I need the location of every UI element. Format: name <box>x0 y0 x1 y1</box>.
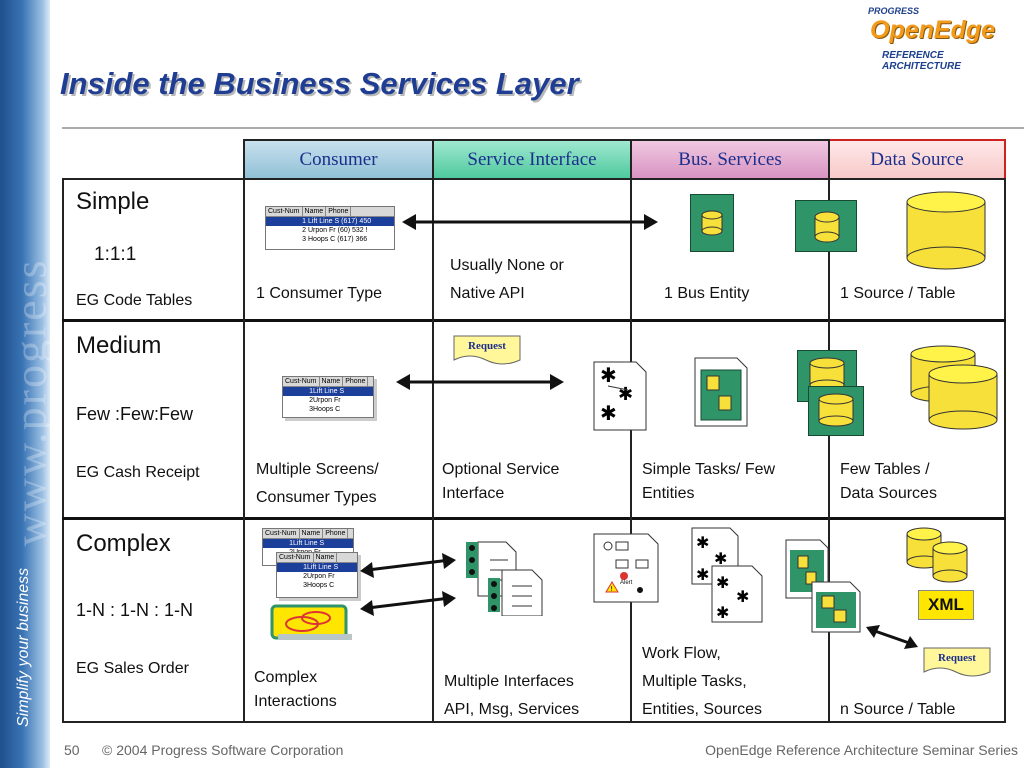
cell-data-complex: n Source / Table <box>840 701 956 718</box>
request-tag: Request <box>922 646 992 677</box>
column-header-consumer: Consumer <box>243 139 434 179</box>
cell-service-medium-1: Optional Service <box>442 461 560 478</box>
tagline: Simplify your business <box>15 567 32 727</box>
row-ratio: 1-N : 1-N : 1-N <box>76 600 194 620</box>
cell-consumer-medium-2: Consumer Types <box>256 489 377 506</box>
entity-icon <box>808 386 864 436</box>
xml-badge: XML <box>918 590 974 620</box>
column-divider <box>243 178 245 723</box>
logo-product: OpenEdge <box>870 16 996 44</box>
service-workflow-icon: ✱ ✱ ✱ <box>593 361 647 431</box>
logo-company: PROGRESS <box>868 6 920 16</box>
entity-icon <box>795 200 857 252</box>
cell-service-complex-2: API, Msg, Services <box>444 701 580 718</box>
column-header-service-interface: Service Interface <box>434 139 632 179</box>
request-tag: Request <box>452 334 522 365</box>
svg-text:✱: ✱ <box>716 573 729 592</box>
cell-service-medium-2: Interface <box>442 485 505 502</box>
watermark-url: www.progress <box>4 258 56 547</box>
database-cylinder-icon <box>928 364 998 430</box>
cell-data-medium-1: Few Tables / <box>840 461 930 478</box>
page-number: 50 <box>64 742 80 758</box>
database-cylinder-icon <box>906 191 986 270</box>
column-header-data-source: Data Source <box>830 139 1006 179</box>
row-example: EG Cash Receipt <box>76 464 200 481</box>
matrix-table <box>62 178 1006 723</box>
svg-text:✱: ✱ <box>716 603 729 622</box>
row-ratio: Few :Few:Few <box>76 404 194 424</box>
row-example: EG Sales Order <box>76 660 189 677</box>
cell-consumer-complex-2: Interactions <box>254 693 337 710</box>
multi-task-icon: ✱ ✱ ✱ ✱ ✱ ✱ <box>691 527 763 623</box>
cell-bus-medium-1: Simple Tasks/ Few <box>642 461 776 478</box>
svg-text:✱: ✱ <box>714 549 727 568</box>
row-ratio: 1:1:1 <box>94 244 137 265</box>
interaction-shape-icon <box>270 604 352 640</box>
row-example: EG Code Tables <box>76 292 193 309</box>
double-arrow-icon <box>402 214 658 230</box>
title-rule <box>62 127 1024 129</box>
svg-text:!: ! <box>610 585 613 593</box>
entity-icon <box>690 194 734 252</box>
row-divider <box>62 517 1006 520</box>
cell-service-simple-2: Native API <box>450 285 525 302</box>
row-title-complex: Complex <box>76 530 171 557</box>
column-header-bus-services: Bus. Services <box>632 139 830 179</box>
column-divider <box>828 178 830 723</box>
double-arrow-icon <box>866 625 918 649</box>
svg-text:✱: ✱ <box>600 363 617 387</box>
svg-text:✱: ✱ <box>600 401 617 425</box>
svg-text:✱: ✱ <box>736 587 749 606</box>
double-arrow-icon <box>360 553 456 616</box>
svg-text:✱: ✱ <box>696 533 709 552</box>
cell-bus-medium-2: Entities <box>642 485 695 502</box>
series-title: OpenEdge Reference Architecture Seminar … <box>705 742 1018 758</box>
cell-consumer-simple: 1 Consumer Type <box>256 285 382 302</box>
cell-bus-simple: 1 Bus Entity <box>664 285 750 302</box>
task-document-icon <box>694 357 748 427</box>
cell-service-simple-1: Usually None or <box>450 257 564 274</box>
cell-consumer-complex-1: Complex <box>254 669 318 686</box>
row-divider <box>62 319 1006 322</box>
database-cylinder-icon <box>932 541 968 583</box>
svg-text:✱: ✱ <box>618 384 633 405</box>
multi-entity-icon <box>785 539 861 633</box>
sidebar-divider <box>50 0 53 768</box>
logo-subtitle: REFERENCE ARCHITECTURE <box>882 50 961 72</box>
cell-bus-complex-1: Work Flow, <box>642 645 721 662</box>
cell-service-complex-1: Multiple Interfaces <box>444 673 574 690</box>
workflow-diagram-icon: ! Alert <box>592 532 662 604</box>
svg-text:✱: ✱ <box>696 565 709 584</box>
column-divider <box>630 178 632 723</box>
copyright: © 2004 Progress Software Corporation <box>102 742 344 758</box>
interface-document-icon <box>466 541 543 616</box>
row-title-simple: Simple <box>76 188 150 215</box>
slide-title: Inside the Business Services Layer <box>60 66 579 101</box>
cell-data-simple: 1 Source / Table <box>840 285 956 302</box>
cell-data-medium-2: Data Sources <box>840 485 937 502</box>
column-divider <box>432 178 434 723</box>
cell-bus-complex-2: Multiple Tasks, <box>642 673 747 690</box>
double-arrow-icon <box>396 374 564 390</box>
row-title-medium: Medium <box>76 332 162 359</box>
cell-consumer-medium-1: Multiple Screens/ <box>256 461 379 478</box>
openedge-logo: PROGRESS OpenEdge REFERENCE ARCHITECTURE <box>868 6 1024 72</box>
cell-bus-complex-3: Entities, Sources <box>642 701 763 718</box>
sidebar-band: www.progress Simplify your business <box>0 0 56 768</box>
